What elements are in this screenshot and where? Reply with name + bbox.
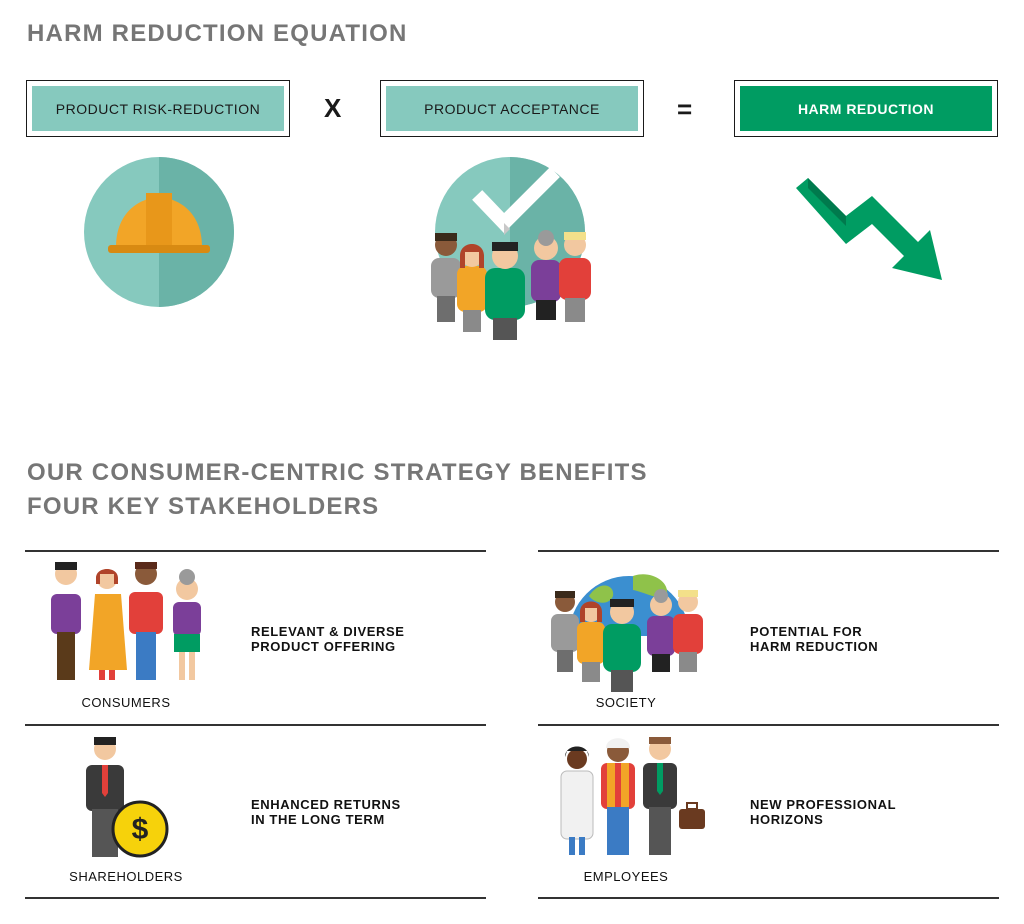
person-woman bbox=[457, 244, 487, 332]
society-benefit-line1: POTENTIAL FOR bbox=[750, 624, 863, 639]
society-label: SOCIETY bbox=[595, 695, 657, 710]
employees-benefit-line2: HORIZONS bbox=[750, 812, 824, 827]
hard-hat-icon bbox=[84, 157, 234, 307]
person-elder bbox=[531, 230, 561, 320]
product-acceptance-box: PRODUCT ACCEPTANCE bbox=[380, 80, 644, 137]
strategy-title-line2: FOUR KEY STAKEHOLDERS bbox=[27, 493, 380, 520]
consumer-woman bbox=[89, 569, 127, 680]
person-blond bbox=[559, 232, 591, 322]
employees-benefit-line1: NEW PROFESSIONAL bbox=[750, 797, 897, 812]
risk-reduction-box: PRODUCT RISK-REDUCTION bbox=[26, 80, 290, 137]
harm-reduction-box: HARM REDUCTION bbox=[734, 80, 998, 137]
society-benefit-line2: HARM REDUCTION bbox=[750, 639, 879, 654]
dollar-coin-icon: $ bbox=[111, 800, 169, 858]
employee-worker bbox=[601, 738, 635, 855]
equals-operator: = bbox=[677, 94, 693, 124]
person-glasses bbox=[431, 233, 461, 322]
consumers-illustration bbox=[51, 562, 201, 680]
employee-businessman bbox=[643, 737, 677, 855]
consumers-benefit-line1: RELEVANT & DIVERSE bbox=[251, 624, 405, 639]
consumers-benefit-line2: PRODUCT OFFERING bbox=[251, 639, 396, 654]
svg-text:$: $ bbox=[132, 813, 149, 846]
society-person-3 bbox=[603, 599, 641, 692]
divider bbox=[538, 550, 999, 552]
crowd-illustration bbox=[431, 230, 591, 340]
employees-illustration bbox=[560, 737, 705, 855]
strategy-title-line1: OUR CONSUMER-CENTRIC STRATEGY BENEFITS bbox=[27, 459, 648, 486]
shareholders-benefit-line1: ENHANCED RETURNS bbox=[251, 797, 401, 812]
society-person-5 bbox=[673, 590, 703, 672]
consumer-tall-man bbox=[129, 562, 163, 680]
society-person-1 bbox=[551, 591, 579, 672]
consumer-elder bbox=[173, 569, 201, 680]
divider bbox=[538, 724, 999, 726]
consumer-man bbox=[51, 562, 81, 680]
society-person-2 bbox=[577, 601, 605, 682]
shareholders-benefit-line2: IN THE LONG TERM bbox=[251, 812, 385, 827]
shareholders-label: SHAREHOLDERS bbox=[69, 869, 183, 884]
briefcase-icon bbox=[679, 802, 705, 829]
person-center bbox=[485, 242, 525, 340]
shareholders-illustration: $ bbox=[86, 737, 169, 858]
society-illustration bbox=[551, 589, 703, 692]
multiply-operator: X bbox=[324, 93, 342, 123]
employees-label: EMPLOYEES bbox=[583, 869, 669, 884]
employee-scientist bbox=[560, 746, 594, 855]
harm-reduction-label: HARM REDUCTION bbox=[740, 86, 992, 131]
divider bbox=[25, 724, 486, 726]
divider bbox=[25, 897, 486, 899]
consumers-label: CONSUMERS bbox=[81, 695, 171, 710]
risk-reduction-label: PRODUCT RISK-REDUCTION bbox=[32, 86, 284, 131]
down-trend-arrow-icon bbox=[796, 178, 942, 280]
equation-title: HARM REDUCTION EQUATION bbox=[27, 20, 408, 47]
divider bbox=[25, 550, 486, 552]
product-acceptance-label: PRODUCT ACCEPTANCE bbox=[386, 86, 638, 131]
divider bbox=[538, 897, 999, 899]
society-person-4 bbox=[647, 589, 675, 672]
